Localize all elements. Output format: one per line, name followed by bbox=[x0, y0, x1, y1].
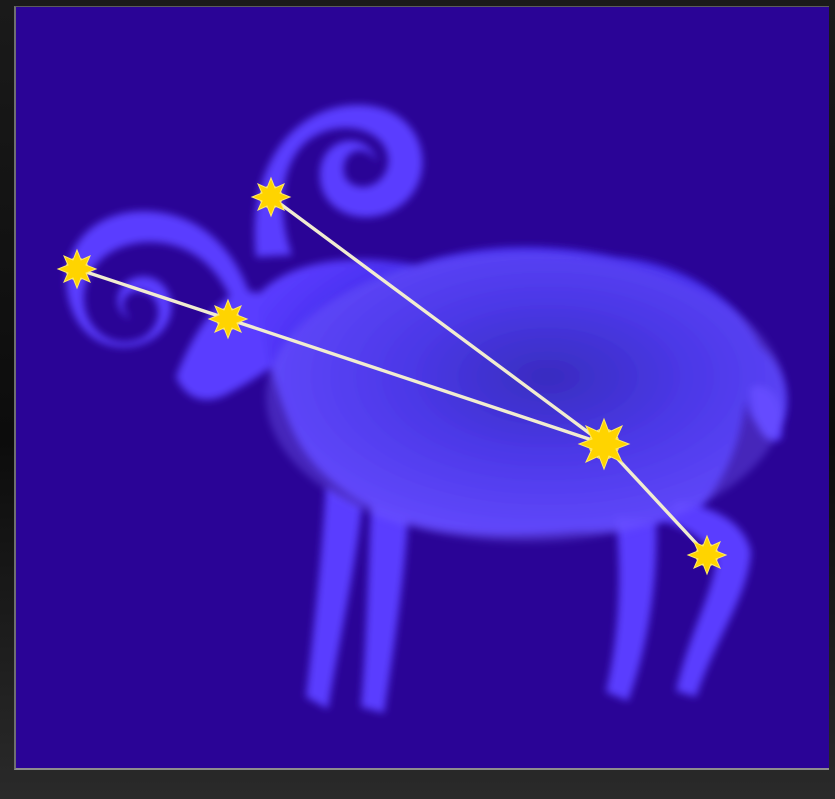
ram-leg-front-left bbox=[306, 487, 362, 709]
star-3 bbox=[252, 178, 290, 216]
constellation-panel bbox=[14, 6, 829, 770]
ram-horn-right bbox=[255, 105, 423, 257]
ram-leg-back-left bbox=[606, 517, 656, 701]
ram-leg-back-right bbox=[666, 502, 751, 697]
star-4 bbox=[579, 419, 629, 469]
star-1 bbox=[58, 250, 96, 288]
star-2 bbox=[209, 300, 247, 338]
constellation-illustration bbox=[16, 7, 829, 770]
connection-star-1-to-star-2 bbox=[77, 269, 228, 319]
star-5 bbox=[688, 536, 726, 574]
ram-outline-glow bbox=[266, 252, 786, 542]
ram-leg-front-right bbox=[361, 507, 408, 713]
